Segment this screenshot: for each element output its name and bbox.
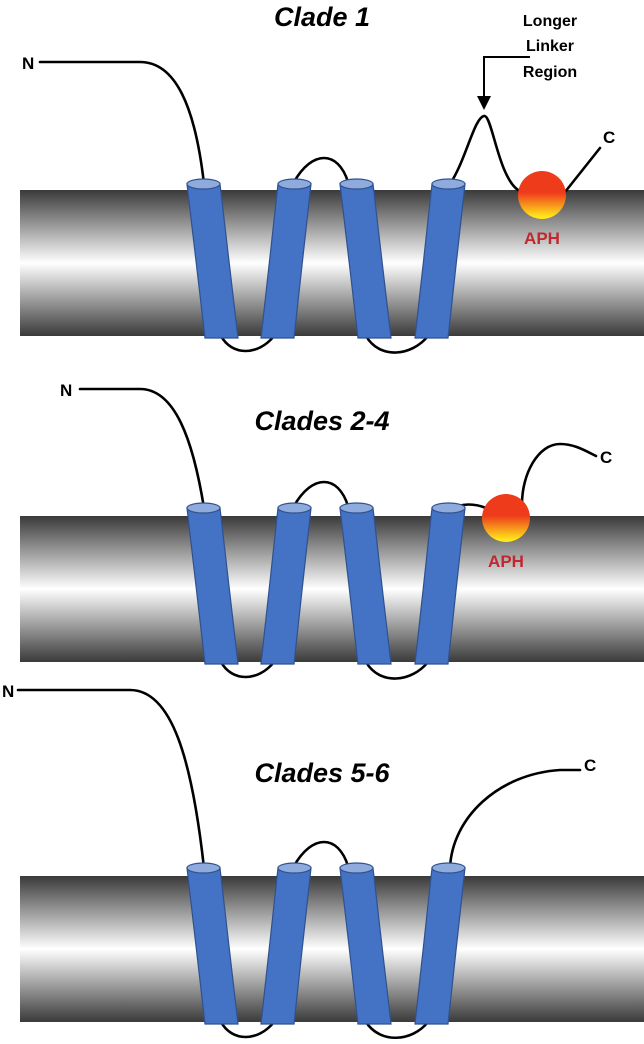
helix-tm3-cap [339,178,374,190]
helix-tm4 [414,862,466,1025]
n-terminal-tail [38,60,206,186]
helix-tm3 [339,178,392,339]
aph-label: APH [524,229,560,248]
linker-callout: Longer Linker Region [477,13,577,110]
c-terminus-label: C [603,128,615,147]
n-terminus-label: N [2,682,14,701]
helix-tm1-cap [186,502,221,514]
aph-domain-icon [482,494,530,542]
c-terminus-label: C [600,448,612,467]
helix-tm3 [339,502,392,665]
down-arrow-icon [483,56,530,98]
callout-line-3: Region [523,64,577,81]
linker-region [448,114,520,192]
helix-tm3-cap [339,862,374,874]
n-terminal-tail [78,387,206,510]
panel-title: Clades 2-4 [254,406,389,436]
extracellular-loop-2 [292,840,350,868]
membrane-band [20,516,644,662]
intracellular-loop-1 [219,660,276,679]
panel-clades-2-4: Clades 2-4 APH N C [20,381,644,680]
down-arrow-head [477,96,491,110]
helix-tm4 [414,178,466,339]
helix-tm2-cap [277,502,312,514]
helix-tm2 [260,862,312,1025]
intracellular-loop-3 [364,334,430,354]
intracellular-loop-1 [219,1020,276,1039]
aph-label: APH [488,552,524,571]
panel-title: Clades 5-6 [254,758,390,788]
helix-tm2-cap [277,862,312,874]
helix-tm2 [260,178,312,339]
helix-tm3 [339,862,392,1025]
extracellular-loop-2 [292,480,350,508]
panel-title: Clade 1 [274,2,370,32]
helix-tm4-cap [431,862,466,874]
helix-tm2 [260,502,312,665]
panel-clades-5-6: Clades 5-6 N C [2,682,644,1040]
c-terminal-tail [563,146,602,194]
helix-tm4-cap [431,502,466,514]
helix-tm1-cap [186,862,221,874]
panel-clade-1: Clade 1 Longer Linker Region [20,2,644,354]
c-terminus-label: C [584,756,596,775]
callout-line-2: Linker [526,38,574,55]
helix-tm4 [414,502,466,665]
helix-tm1-cap [186,178,221,190]
aph-domain-icon [518,171,566,219]
membrane-band [20,876,644,1022]
intracellular-loop-1 [219,334,276,353]
helix-tm1 [186,178,239,339]
helix-tm1 [186,502,239,665]
helix-tm3-cap [339,502,374,514]
n-terminus-label: N [22,54,34,73]
intracellular-loop-3 [364,1020,430,1040]
helix-tm1 [186,862,239,1025]
c-terminal-tail [448,768,582,870]
helix-tm4-cap [431,178,466,190]
callout-line-1: Longer [523,13,577,30]
helix-tm2-cap [277,178,312,190]
n-terminus-label: N [60,381,72,400]
intracellular-loop-3 [364,660,430,680]
c-terminal-tail [520,442,598,506]
extracellular-loop-2 [292,156,350,184]
n-terminal-tail [16,688,206,870]
